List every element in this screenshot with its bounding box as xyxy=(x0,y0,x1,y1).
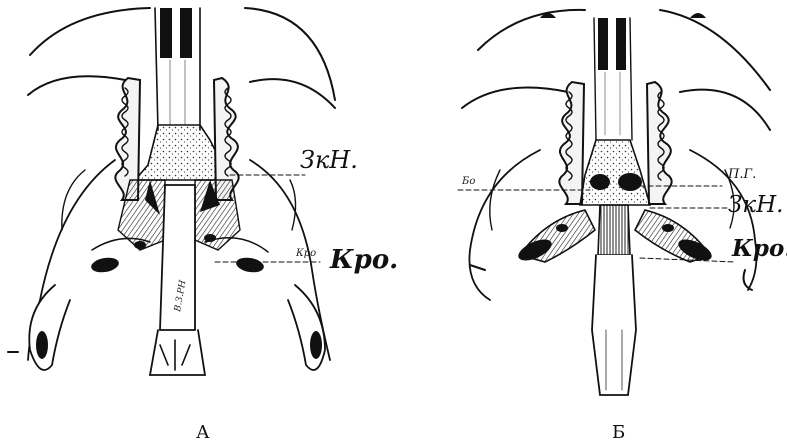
panel-b-label-pk: П.Г. xyxy=(727,167,756,182)
panel-a-caption: А xyxy=(196,422,210,443)
panel-b-inner-arc-right xyxy=(680,90,770,130)
panel-b-outer-arc-right xyxy=(660,10,770,90)
panel-b-top-bar-left xyxy=(598,18,608,70)
panel-a-inner-arc-left xyxy=(28,76,125,95)
panel-b-upper-wedge xyxy=(580,140,650,205)
panel-b-inner-arc-left xyxy=(462,88,568,108)
panel-a-drawing xyxy=(8,8,335,375)
panel-a-outer-arc-left xyxy=(30,8,150,55)
panel-a-horn-right xyxy=(288,285,325,370)
panel-b-label-kro: Кро. xyxy=(731,235,787,262)
panel-a-outer-arc-right xyxy=(245,8,335,100)
panel-b-outer-arc-left xyxy=(478,10,585,50)
panel-b-side-body-left xyxy=(469,150,540,300)
panel-b-label-zkn: ЗкН. xyxy=(728,192,783,218)
panel-a-inner-arc-right xyxy=(250,79,335,108)
panel-b-top-bar-right xyxy=(616,18,626,70)
panel-a-label-kro-small: Кро xyxy=(295,248,316,259)
panel-b-striated-block xyxy=(598,205,630,255)
panel-b-lower-stem xyxy=(592,255,636,395)
panel-b-drawing xyxy=(458,10,770,395)
panel-a-horn-left xyxy=(29,285,70,370)
panel-a-top-bar-left xyxy=(160,8,172,58)
panel-a-label-kro: Кро. xyxy=(329,245,398,275)
panel-a-top-bar-right xyxy=(180,8,192,58)
panel-b-label-bo: Бо xyxy=(461,176,475,187)
panel-b-caption: Б xyxy=(612,422,625,443)
panel-a-label-zkn: ЗкН. xyxy=(300,146,358,174)
